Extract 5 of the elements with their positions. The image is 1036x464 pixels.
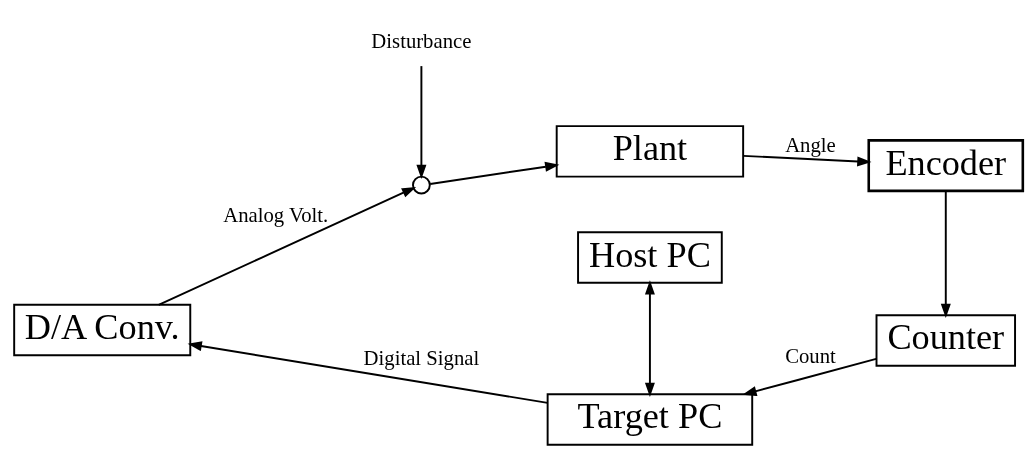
- edge-label: Analog Volt.: [222, 204, 328, 227]
- edge-label: Count: [784, 345, 836, 368]
- node-text: Disturbance: [370, 29, 471, 52]
- edge-label: Digital Signal: [363, 346, 479, 369]
- edge-label: Angle: [784, 134, 836, 157]
